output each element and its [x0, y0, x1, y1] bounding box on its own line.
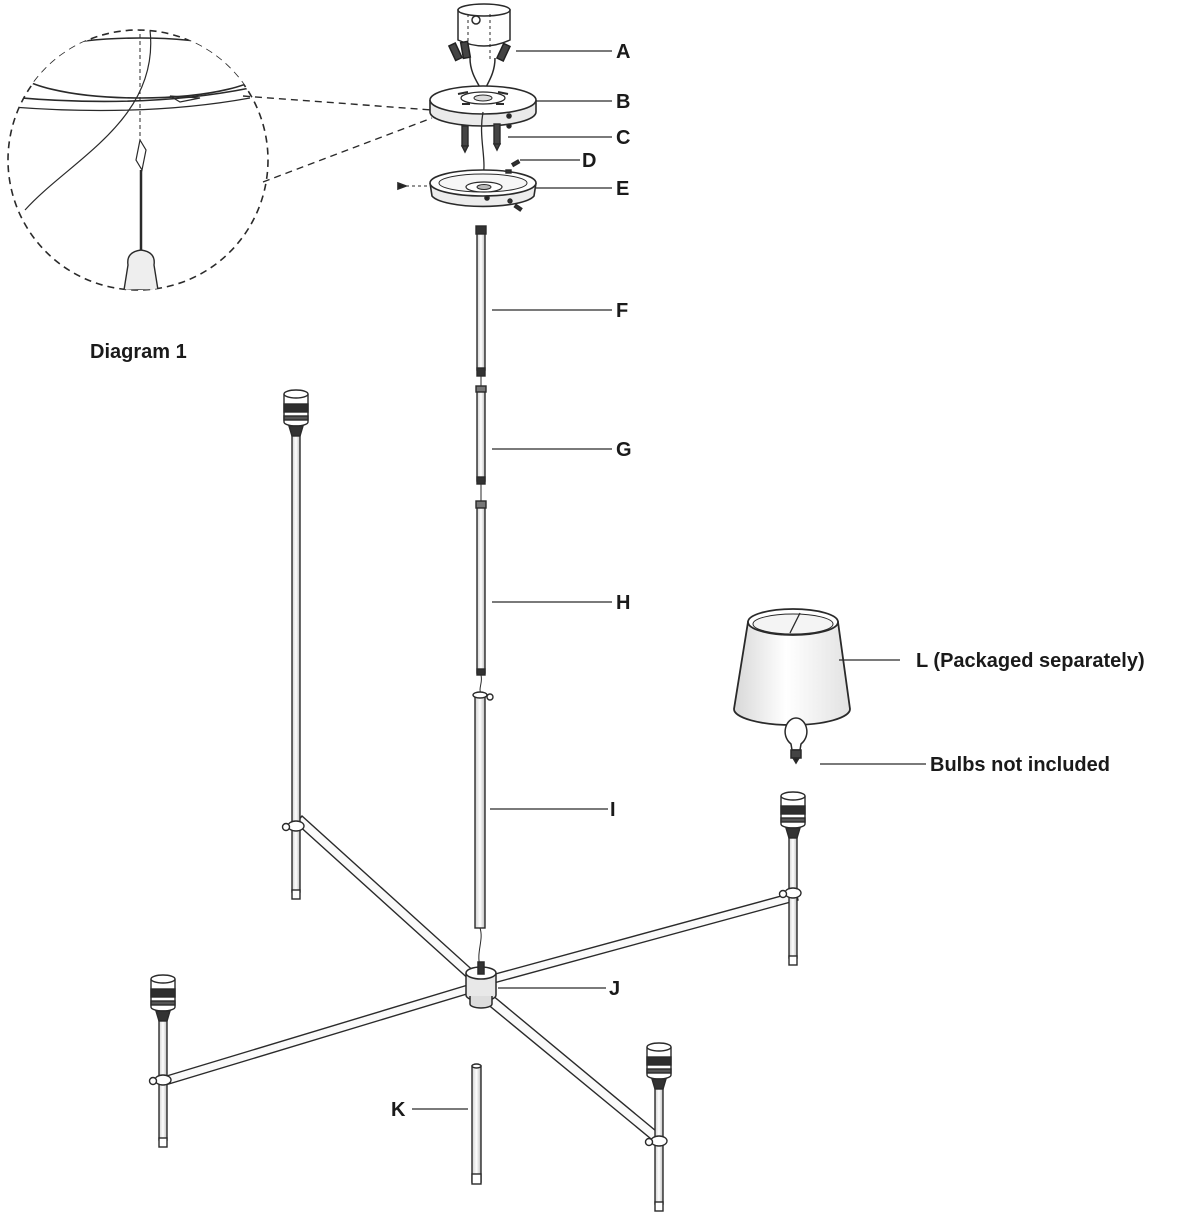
- label-part-f: F: [616, 300, 629, 322]
- label-bulbs-note: Bulbs not included: [930, 754, 1110, 776]
- light-bulb-icon: [784, 717, 808, 765]
- stem-rod-part-f: [476, 227, 486, 371]
- screws-part-c: [460, 123, 512, 154]
- lamp-shade-part-l: [733, 608, 851, 726]
- label-part-b: B: [616, 91, 631, 113]
- socket-upper-left: [281, 389, 309, 900]
- canopy-part-e: [397, 169, 537, 208]
- diagram-1-callout: [7, 29, 433, 291]
- mounting-plate-part-b: [429, 85, 537, 127]
- set-screws-part-d: [505, 159, 523, 212]
- label-part-h: H: [616, 592, 631, 614]
- label-part-c: C: [616, 127, 631, 149]
- label-part-g: G: [616, 439, 632, 461]
- socket-lower-right: [644, 1042, 672, 1212]
- diagram-1-caption: Diagram 1: [90, 341, 187, 363]
- socket-right: [778, 791, 806, 966]
- leader-lines: [412, 50, 926, 1110]
- arms: [159, 814, 799, 1144]
- socket-assemblies: [148, 389, 806, 1212]
- label-part-l: L (Packaged separately): [916, 650, 1145, 672]
- stem-rod-part-i: [474, 693, 486, 929]
- stem-rod-part-h: [476, 502, 486, 674]
- extension-rod-part-k: [471, 1063, 482, 1185]
- label-part-a: A: [616, 41, 631, 63]
- label-part-i: I: [610, 799, 616, 821]
- label-part-j: J: [609, 978, 621, 1000]
- center-hub-part-j: [465, 961, 497, 1009]
- label-part-k: K: [391, 1099, 406, 1121]
- junction-box-part-a: [447, 3, 512, 93]
- label-part-d: D: [582, 150, 597, 172]
- label-part-e: E: [616, 178, 630, 200]
- stem-rods: [472, 225, 494, 967]
- socket-lower-left: [148, 974, 176, 1148]
- stem-rod-part-g: [476, 387, 486, 482]
